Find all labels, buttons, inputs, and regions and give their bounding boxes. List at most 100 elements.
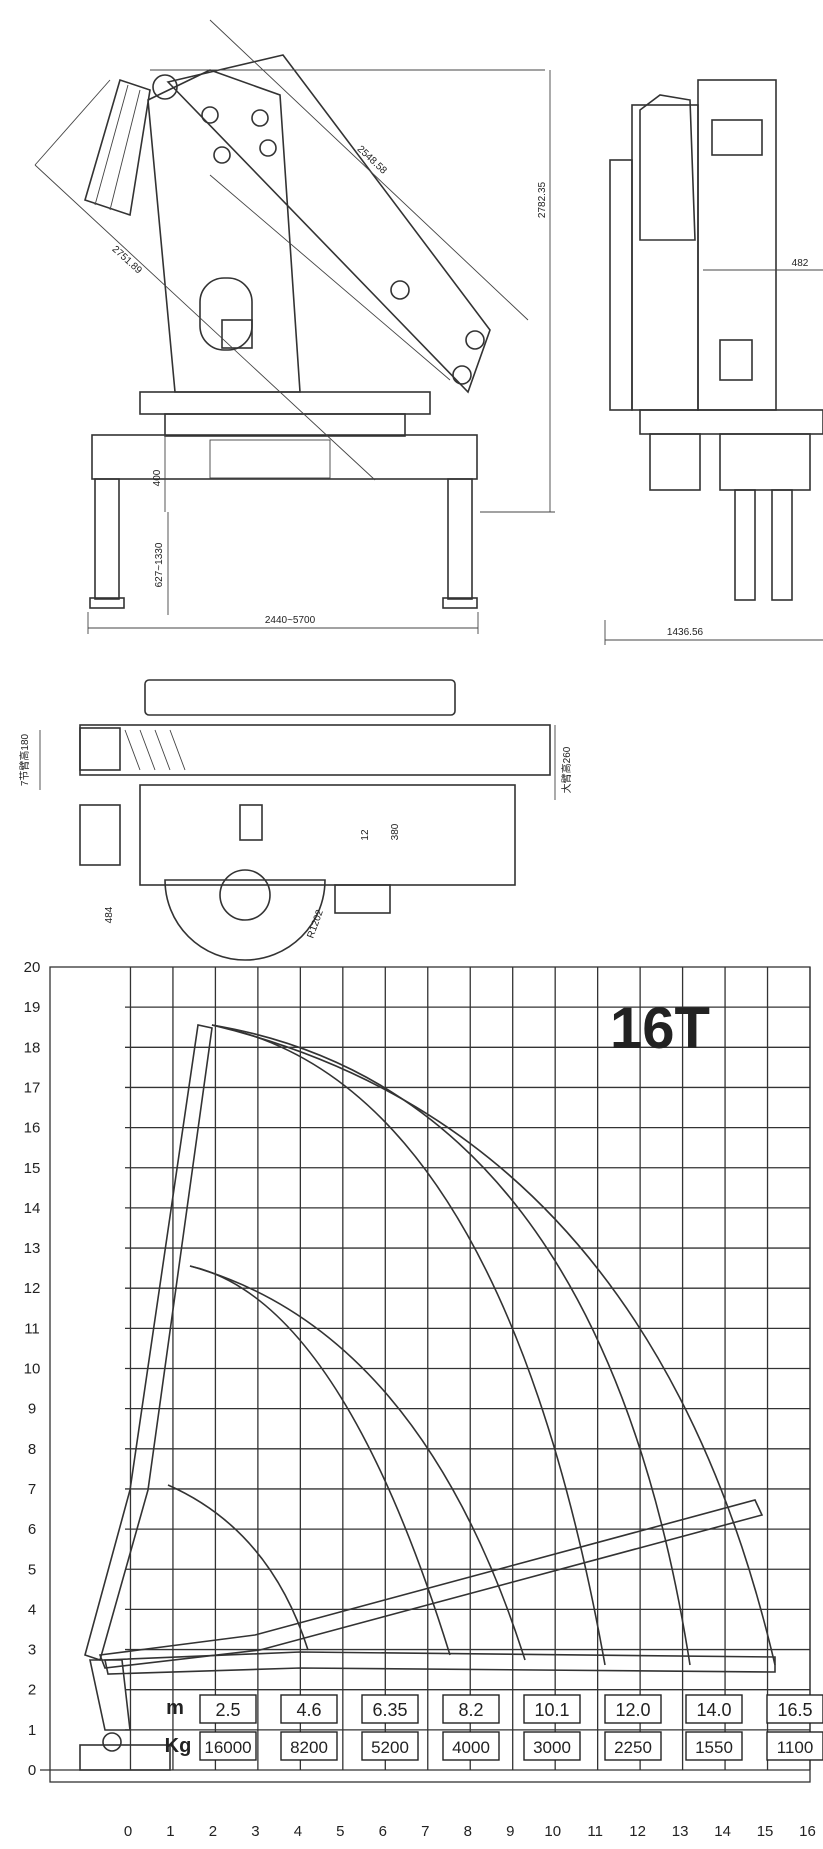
top-pump-box xyxy=(334,884,391,914)
x-tick-label: 9 xyxy=(506,1823,514,1840)
x-tick-label: 4 xyxy=(294,1823,302,1840)
y-tick-label: 2 xyxy=(28,1682,36,1699)
slewing-ring xyxy=(164,413,406,437)
y-tick-label: 3 xyxy=(28,1642,36,1659)
folded-jib xyxy=(84,78,151,217)
x-tick-label: 5 xyxy=(336,1823,344,1840)
x-tick-label: 3 xyxy=(251,1823,259,1840)
load-weight-box xyxy=(604,1731,662,1761)
x-tick-label: 1 xyxy=(166,1823,174,1840)
x-tick-label: 13 xyxy=(672,1823,689,1840)
column-hole-3 xyxy=(213,146,231,164)
y-tick-label: 13 xyxy=(24,1240,41,1257)
load-radius-box xyxy=(604,1694,662,1724)
radius-curve-3 xyxy=(189,1265,526,1661)
load-weight-box xyxy=(685,1731,743,1761)
load-weight-value: 2250 xyxy=(614,1738,652,1757)
dim-outrigger-width: 2440~5700 xyxy=(265,615,316,626)
load-radius-value: 14.0 xyxy=(696,1700,731,1720)
y-tick-label: 18 xyxy=(24,1039,41,1056)
rear-column-box xyxy=(719,339,753,381)
boom-horizontal xyxy=(104,1651,776,1675)
load-weight-box xyxy=(523,1731,581,1761)
x-tick-label: 2 xyxy=(209,1823,217,1840)
load-radius-value: 2.5 xyxy=(215,1700,240,1720)
y-tick-label: 7 xyxy=(28,1481,36,1498)
outrigger-beam xyxy=(91,434,478,480)
load-radius-value: 6.35 xyxy=(372,1700,407,1720)
load-radius-box xyxy=(361,1694,419,1724)
load-radius-box xyxy=(523,1694,581,1724)
load-weight-box xyxy=(361,1731,419,1761)
load-weight-value: 4000 xyxy=(452,1738,490,1757)
rear-column-window xyxy=(711,119,763,156)
dim-outrigger-height: 627~1330 xyxy=(154,542,165,587)
dim-top-left: 7节臂高180 xyxy=(18,733,31,786)
top-base-frame xyxy=(139,784,516,886)
rear-valve-block xyxy=(639,94,696,241)
link-pin-2 xyxy=(465,330,485,350)
load-weight-box xyxy=(766,1731,823,1761)
load-radius-value: 10.1 xyxy=(534,1700,569,1720)
dim-top-inner-b: 380 xyxy=(390,823,401,840)
rear-view-drawing: 482 1436.56 xyxy=(604,79,823,645)
y-tick-label: 1 xyxy=(28,1722,36,1739)
rear-boom-pack xyxy=(631,104,699,411)
y-tick-label: 14 xyxy=(24,1200,41,1217)
right-outrigger-leg xyxy=(447,478,473,600)
beam-center-block xyxy=(209,439,331,479)
load-weight-value: 1100 xyxy=(777,1738,814,1757)
boom-cylinder xyxy=(209,174,451,381)
right-foot xyxy=(442,597,478,609)
row-label-kg: Kg xyxy=(165,1735,192,1757)
dim-boom-lower: 2751.89 xyxy=(110,244,145,277)
rear-tank xyxy=(649,433,701,491)
slewing-platform xyxy=(139,391,431,415)
top-slewing-gear xyxy=(219,869,271,921)
boom-lower-dim-line xyxy=(34,164,376,481)
load-weight-value: 1550 xyxy=(695,1738,733,1757)
y-tick-label: 10 xyxy=(24,1361,41,1378)
jib-line-2 xyxy=(109,89,141,211)
boom-upper-dim-line xyxy=(209,19,529,321)
top-jib-head xyxy=(79,727,121,771)
dim-height: 2782.35 xyxy=(537,181,548,218)
crane-base-frame xyxy=(79,1744,171,1771)
y-tick-label: 8 xyxy=(28,1441,36,1458)
boom-vertical xyxy=(84,1024,213,1662)
x-tick-label: 16 xyxy=(799,1823,816,1840)
dim-rear-width: 1436.56 xyxy=(667,627,704,638)
top-motor xyxy=(79,804,121,866)
y-tick-label: 11 xyxy=(24,1320,40,1337)
main-boom xyxy=(166,54,491,394)
load-weight-value: 8200 xyxy=(290,1738,328,1757)
rear-leg-right xyxy=(771,489,793,601)
y-tick-label: 5 xyxy=(28,1561,36,1578)
load-weight-box xyxy=(199,1731,257,1761)
load-weight-value: 3000 xyxy=(533,1738,571,1757)
column-hole-4 xyxy=(259,139,277,157)
dim-base-height: 400 xyxy=(152,469,163,486)
top-slewing-disc xyxy=(164,879,326,961)
load-radius-box xyxy=(442,1694,500,1724)
crane-column-base xyxy=(89,1659,131,1731)
load-weight-value: 16000 xyxy=(204,1738,251,1757)
load-weight-value: 5200 xyxy=(371,1738,409,1757)
x-tick-label: 12 xyxy=(629,1823,646,1840)
y-tick-label: 9 xyxy=(28,1401,36,1418)
radius-curve-1 xyxy=(167,1484,309,1651)
column-hole-2 xyxy=(251,109,269,127)
load-weight-box xyxy=(442,1731,500,1761)
y-tick-label: 12 xyxy=(24,1280,41,1297)
rear-column xyxy=(697,79,777,411)
dim-rear-offset: 482 xyxy=(792,258,809,269)
dim-top-bottom-left: 484 xyxy=(104,906,115,923)
top-center-plate xyxy=(239,804,263,841)
y-tick-label: 15 xyxy=(24,1160,41,1177)
load-radius-box xyxy=(766,1694,823,1724)
rear-base-box xyxy=(719,433,811,491)
y-tick-label: 0 xyxy=(28,1762,36,1779)
rear-leg-left xyxy=(734,489,756,601)
rear-side-plate xyxy=(609,159,633,411)
